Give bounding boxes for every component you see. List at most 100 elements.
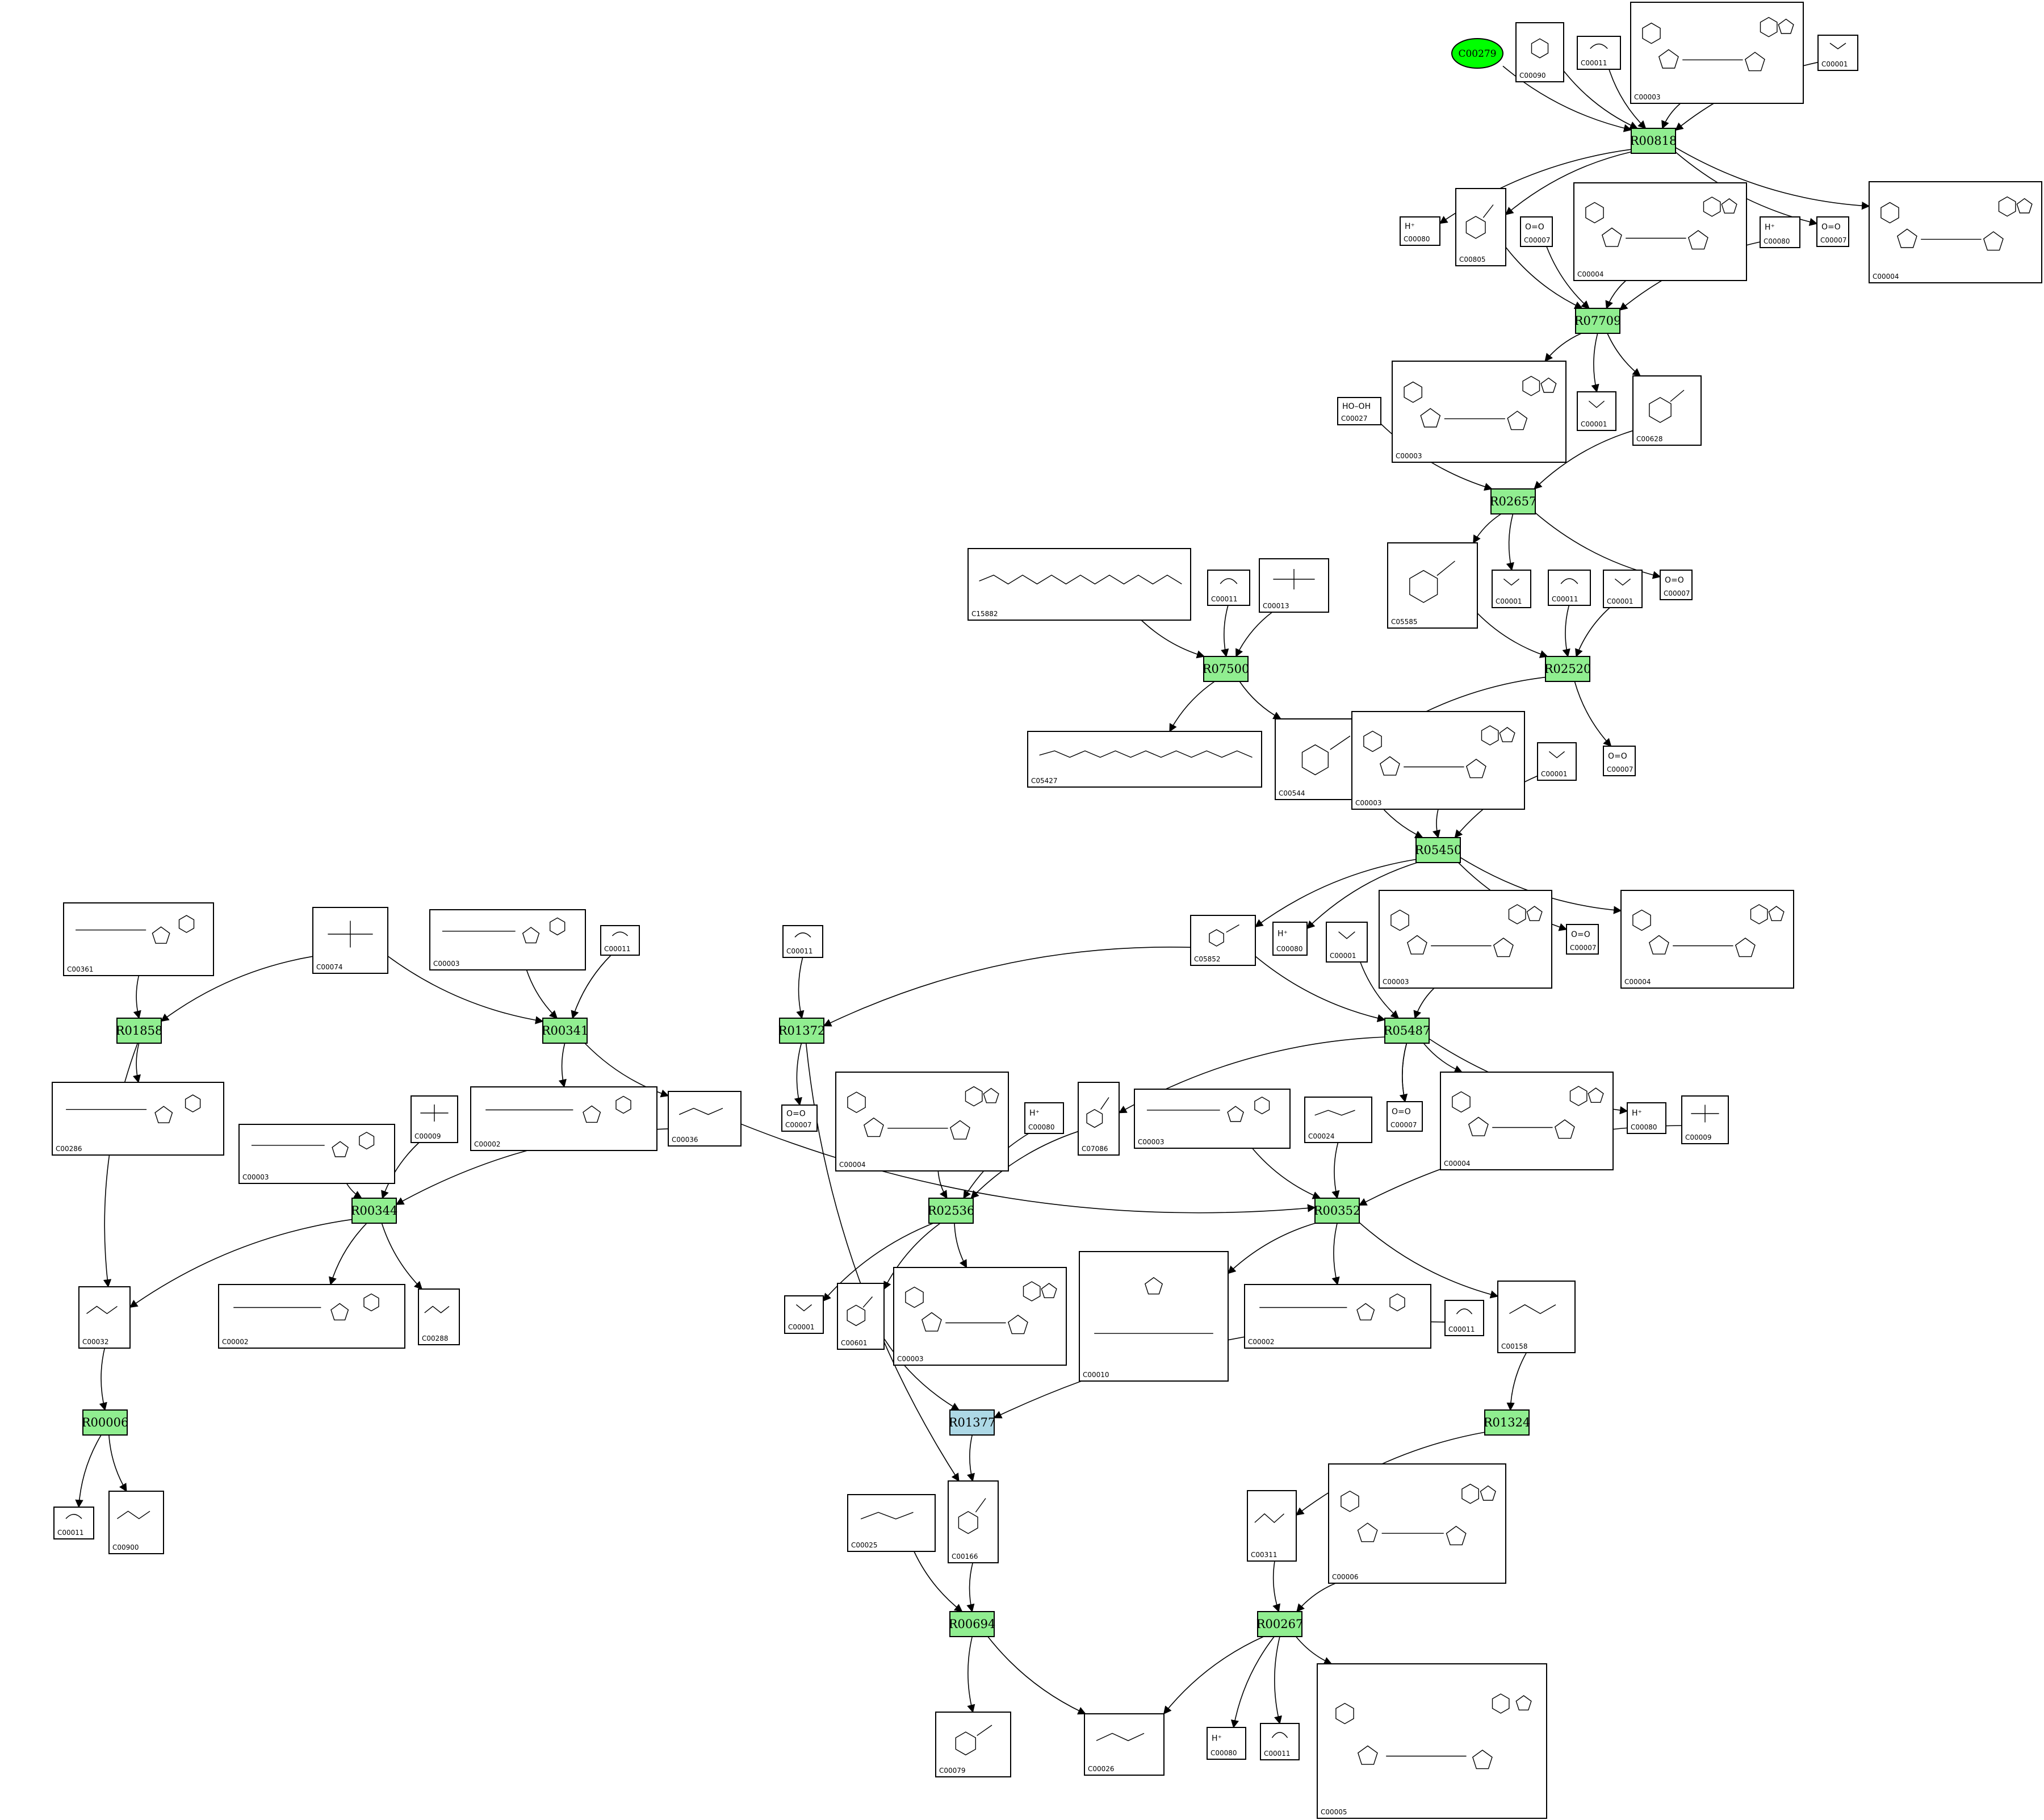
compound-node[interactable]: C00001 bbox=[1492, 570, 1531, 608]
compound-node[interactable]: C00011 bbox=[53, 1507, 94, 1539]
compound-node[interactable]: H⁺C00080 bbox=[1400, 216, 1440, 246]
compound-node[interactable]: C00288 bbox=[418, 1288, 460, 1345]
compound-node[interactable]: C00001 bbox=[784, 1295, 824, 1334]
reaction-node-r00267[interactable]: R00267 bbox=[1256, 1611, 1304, 1637]
compound-node[interactable]: C00090 bbox=[1515, 22, 1564, 82]
compound-node[interactable]: C00006 bbox=[1328, 1463, 1506, 1584]
compound-node[interactable]: C00010 bbox=[1079, 1251, 1229, 1382]
reaction-edge bbox=[1295, 1636, 1333, 1665]
reaction-node-r00694[interactable]: R00694 bbox=[949, 1611, 996, 1637]
compound-node[interactable]: C00166 bbox=[948, 1480, 999, 1563]
root-compound-node[interactable]: C00279 bbox=[1451, 38, 1503, 69]
reaction-node-r07709[interactable]: R07709 bbox=[1574, 308, 1622, 334]
compound-node[interactable]: C00003 bbox=[1392, 361, 1566, 463]
reaction-node-r02657[interactable]: R02657 bbox=[1490, 488, 1537, 514]
compound-node[interactable]: C00003 bbox=[238, 1124, 395, 1184]
compound-node[interactable]: C00158 bbox=[1497, 1281, 1576, 1353]
reaction-node-r05487[interactable]: R05487 bbox=[1384, 1018, 1431, 1044]
reaction-node-r00006[interactable]: R00006 bbox=[82, 1409, 129, 1436]
compound-id: C00011 bbox=[786, 947, 813, 955]
compound-node[interactable]: H⁺C00080 bbox=[1272, 922, 1308, 956]
compound-node[interactable]: C00004 bbox=[1869, 181, 2042, 283]
compound-node[interactable]: C07086 bbox=[1078, 1082, 1120, 1156]
compound-node[interactable]: C00011 bbox=[1444, 1300, 1484, 1336]
compound-node[interactable]: C00004 bbox=[1620, 890, 1794, 989]
compound-node[interactable]: C00003 bbox=[1351, 711, 1525, 810]
compound-node[interactable]: C00074 bbox=[312, 907, 388, 974]
compound-node[interactable]: C00286 bbox=[52, 1082, 224, 1156]
compound-id: C00004 bbox=[1577, 270, 1604, 278]
compound-node[interactable]: C00628 bbox=[1632, 375, 1702, 446]
compound-node[interactable]: C00601 bbox=[837, 1283, 885, 1350]
reaction-edge bbox=[1141, 620, 1205, 659]
reaction-node-r00352[interactable]: R00352 bbox=[1314, 1198, 1361, 1224]
compound-node[interactable]: C00805 bbox=[1455, 188, 1506, 266]
compound-node[interactable]: C00004 bbox=[1440, 1072, 1614, 1170]
compound-node[interactable]: C00001 bbox=[1817, 35, 1858, 71]
compound-node[interactable]: C00032 bbox=[78, 1286, 131, 1349]
compound-node[interactable]: C00004 bbox=[835, 1072, 1009, 1172]
compound-node[interactable]: C00001 bbox=[1326, 922, 1368, 963]
compound-node[interactable]: C00009 bbox=[1681, 1095, 1729, 1144]
compound-node[interactable]: C00011 bbox=[1260, 1723, 1300, 1760]
compound-node[interactable]: C00026 bbox=[1084, 1713, 1165, 1776]
compound-node[interactable]: C00009 bbox=[411, 1095, 458, 1143]
compound-node[interactable]: H⁺C00080 bbox=[1760, 216, 1800, 248]
reaction-node-r07500[interactable]: R07500 bbox=[1203, 656, 1250, 682]
reaction-node-r01324[interactable]: R01324 bbox=[1484, 1409, 1531, 1436]
compound-node[interactable]: C00001 bbox=[1577, 391, 1616, 431]
compound-node[interactable]: C00011 bbox=[782, 925, 823, 958]
reaction-node-r02536[interactable]: R02536 bbox=[928, 1198, 975, 1224]
compound-node[interactable]: C00900 bbox=[108, 1491, 164, 1554]
compound-node[interactable]: C00002 bbox=[470, 1086, 657, 1151]
compound-node[interactable]: C00003 bbox=[893, 1267, 1067, 1366]
compound-node[interactable]: C00004 bbox=[1573, 182, 1747, 281]
reaction-node-r00344[interactable]: R00344 bbox=[351, 1198, 398, 1224]
compound-node[interactable]: C00005 bbox=[1317, 1663, 1547, 1819]
compound-node[interactable]: C00002 bbox=[1244, 1284, 1431, 1349]
compound-node[interactable]: C00001 bbox=[1603, 570, 1643, 608]
compound-node[interactable]: C00002 bbox=[218, 1284, 405, 1349]
reaction-node-r00818[interactable]: R00818 bbox=[1630, 128, 1677, 154]
compound-node[interactable]: C00011 bbox=[600, 925, 640, 956]
compound-node[interactable]: C00011 bbox=[1577, 36, 1621, 70]
compound-node[interactable]: C00001 bbox=[1537, 742, 1577, 781]
reaction-node-r01858[interactable]: R01858 bbox=[116, 1018, 163, 1044]
compound-node[interactable]: C05585 bbox=[1387, 542, 1478, 629]
compound-node[interactable]: C00079 bbox=[935, 1712, 1011, 1777]
reaction-node-r01372[interactable]: R01372 bbox=[778, 1018, 826, 1044]
compound-node[interactable]: C00013 bbox=[1259, 558, 1329, 613]
compound-node[interactable]: H⁺C00080 bbox=[1627, 1102, 1666, 1134]
compound-node[interactable]: H⁺C00080 bbox=[1024, 1102, 1064, 1134]
reaction-node-r05450[interactable]: R05450 bbox=[1415, 837, 1462, 863]
reaction-edge bbox=[1544, 333, 1582, 362]
reaction-edge bbox=[1221, 605, 1229, 658]
compound-node[interactable]: C00011 bbox=[1207, 570, 1250, 606]
compound-node[interactable]: C00024 bbox=[1304, 1097, 1372, 1143]
compound-node[interactable]: C15882 bbox=[967, 548, 1191, 621]
compound-node[interactable]: C00361 bbox=[63, 902, 214, 976]
compound-node[interactable]: C05852 bbox=[1190, 915, 1256, 966]
compound-node[interactable]: C00036 bbox=[668, 1091, 742, 1147]
compound-node[interactable]: C00311 bbox=[1247, 1490, 1297, 1562]
compound-node[interactable]: H⁺C00080 bbox=[1207, 1727, 1246, 1760]
compound-node[interactable]: C00003 bbox=[429, 909, 586, 970]
reaction-node-r01377[interactable]: R01377 bbox=[949, 1409, 996, 1436]
compound-node[interactable]: C00003 bbox=[1134, 1089, 1291, 1149]
compound-node[interactable]: C00011 bbox=[1548, 570, 1591, 606]
compound-node[interactable]: C00025 bbox=[847, 1494, 936, 1552]
compound-node[interactable]: C00003 bbox=[1379, 890, 1552, 989]
compound-node[interactable]: C05427 bbox=[1027, 731, 1262, 788]
reaction-label: R00341 bbox=[542, 1024, 589, 1037]
reaction-node-r02520[interactable]: R02520 bbox=[1544, 656, 1591, 682]
compound-node[interactable]: C00003 bbox=[1630, 2, 1804, 104]
reaction-node-r00341[interactable]: R00341 bbox=[542, 1018, 589, 1044]
